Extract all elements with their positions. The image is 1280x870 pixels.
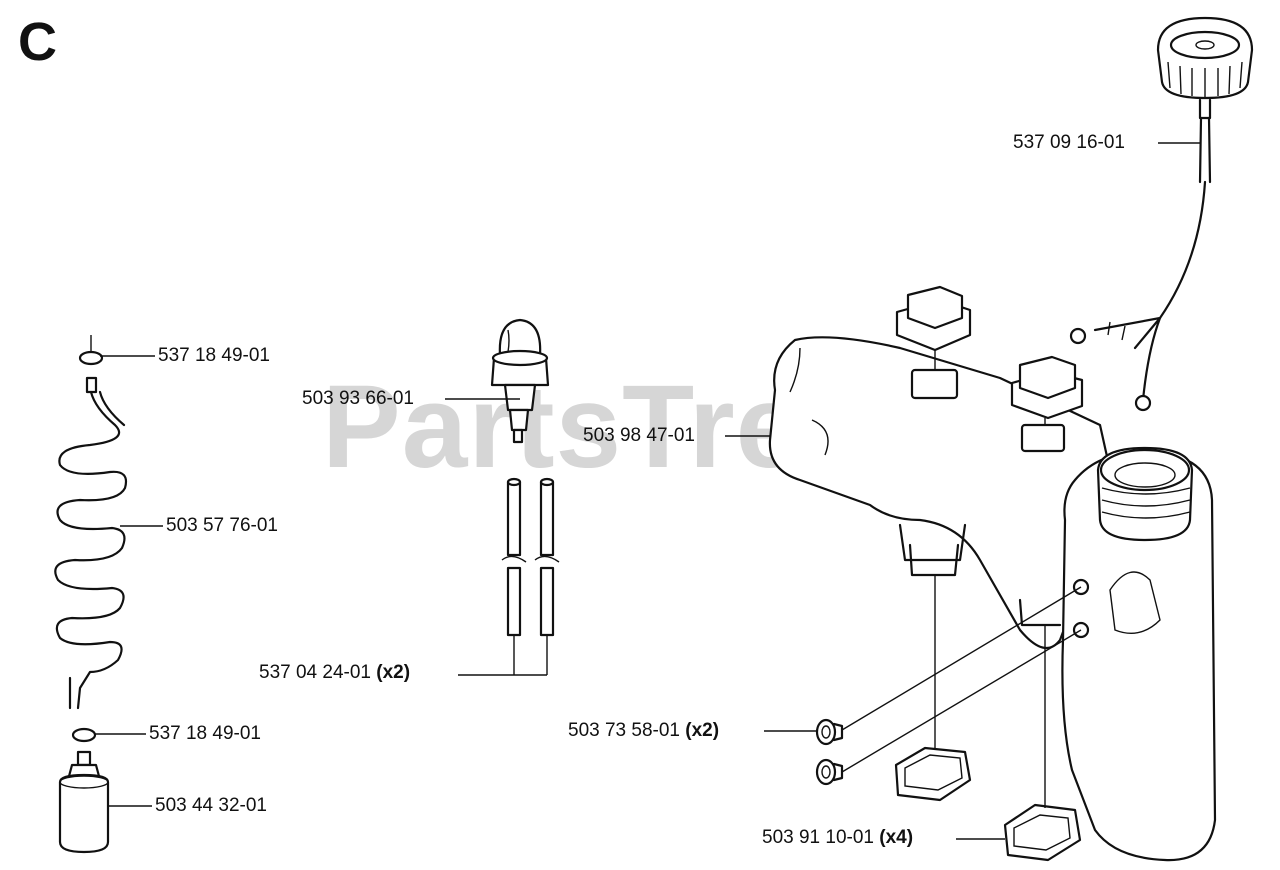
part-label-grommet[interactable]: 503 73 58-01 (x2) [568,720,719,742]
section-letter: C [18,12,57,72]
damper-bottom-1-drawing [894,746,972,802]
part-label-fuel-filter[interactable]: 503 44 32-01 [155,795,267,817]
part-number: 503 91 10-01 [762,827,874,848]
damper-bottom-2-drawing [1003,803,1082,862]
part-label-tubes[interactable]: 537 04 24-01 (x2) [259,662,410,684]
part-number: 503 73 58-01 [568,720,680,741]
tubes-drawing [501,477,560,637]
grommet-drawing [815,718,844,786]
part-number: 537 04 24-01 [259,662,371,683]
part-label-primer-bulb[interactable]: 503 93 66-01 [302,388,414,410]
primer-bulb-drawing [490,318,550,444]
part-number: 537 18 49-01 [149,723,261,744]
part-number: 503 44 32-01 [155,795,267,816]
part-number: 537 18 49-01 [158,345,270,366]
part-label-fuel-hose-coil[interactable]: 503 57 76-01 [166,515,278,537]
damper-top-2-drawing [1010,355,1084,420]
part-label-ring-top[interactable]: 537 18 49-01 [158,345,270,367]
part-quantity: (x2) [376,662,411,683]
part-quantity: (x2) [685,720,720,741]
part-number: 503 57 76-01 [166,515,278,536]
part-number: 503 93 66-01 [302,388,414,409]
damper-top-1-drawing [895,285,972,352]
hose-coil-drawing [54,335,128,854]
part-quantity: (x4) [879,827,914,848]
part-number: 537 09 16-01 [1013,132,1125,153]
part-number: 503 98 47-01 [583,425,695,446]
fuel-tank-drawing [768,336,1217,862]
part-label-ring-bottom[interactable]: 537 18 49-01 [149,723,261,745]
fuel-cap-drawing [1069,16,1254,412]
part-label-fuel-cap[interactable]: 537 09 16-01 [1013,132,1125,154]
part-label-vibration-damper[interactable]: 503 91 10-01 (x4) [762,827,913,849]
part-label-fuel-tank[interactable]: 503 98 47-01 [583,425,695,447]
